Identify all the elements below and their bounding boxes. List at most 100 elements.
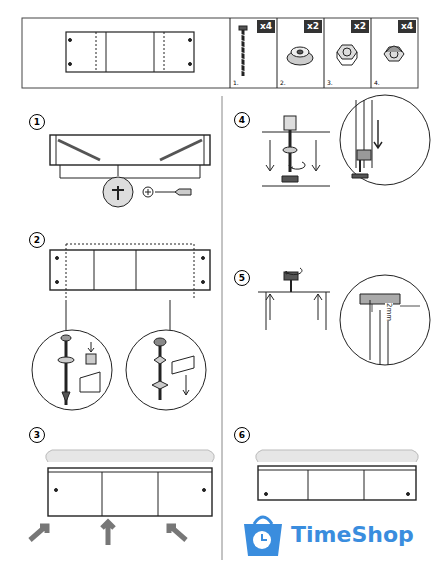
part-number: 2. xyxy=(280,79,286,86)
illustration-part xyxy=(253,531,271,549)
illustration-part xyxy=(244,517,282,556)
illustration-part xyxy=(60,165,61,178)
illustration-part xyxy=(407,493,410,496)
step-number-circle: 3 xyxy=(29,427,45,443)
illustration-part xyxy=(152,381,168,389)
illustration-part xyxy=(290,162,305,169)
illustration-part xyxy=(258,470,416,471)
illustration-part xyxy=(262,534,267,540)
illustration-part xyxy=(60,178,200,179)
illustration-part xyxy=(58,140,100,160)
step-number: 3 xyxy=(34,431,40,440)
illustration-part xyxy=(266,292,267,330)
illustration-part xyxy=(160,140,202,160)
illustration-part xyxy=(244,524,282,556)
illustration-part xyxy=(400,306,420,307)
illustration-part xyxy=(55,489,58,492)
quantity-badge: x2 xyxy=(304,20,322,33)
illustration-part xyxy=(203,489,206,492)
illustration-part xyxy=(48,468,212,516)
illustration-part xyxy=(66,244,194,245)
illustration-part xyxy=(364,470,365,500)
quantity-badge: x4 xyxy=(398,20,416,33)
illustration-part xyxy=(258,466,416,500)
illustration-part xyxy=(266,294,274,320)
illustration-part xyxy=(56,281,59,284)
step-number-circle: 5 xyxy=(234,270,250,286)
part-cell: x2 2. xyxy=(277,18,324,88)
illustration-part xyxy=(56,135,57,165)
illustration-part xyxy=(102,522,114,545)
step-number-circle: 4 xyxy=(234,112,250,128)
illustration-part xyxy=(230,18,231,88)
illustration-part xyxy=(359,160,361,172)
illustration-part xyxy=(289,165,293,168)
illustration-part xyxy=(386,46,402,52)
illustration-part xyxy=(50,135,210,165)
illustration-part xyxy=(189,63,192,66)
part-cell: x4 1. xyxy=(230,18,277,88)
illustration-part xyxy=(262,132,330,133)
step-number: 1 xyxy=(34,118,40,127)
illustration-part xyxy=(164,32,165,72)
illustration-part xyxy=(66,300,67,330)
illustration-part xyxy=(169,526,186,540)
illustration-part xyxy=(145,189,151,195)
illustration-part xyxy=(277,18,278,88)
illustration-part xyxy=(356,100,372,168)
dimension-label: 2mm xyxy=(385,303,393,321)
illustration-part xyxy=(66,244,67,300)
illustration-part xyxy=(154,356,166,364)
illustration-part xyxy=(326,292,327,330)
illustration-part xyxy=(374,120,382,148)
part-cell: x23. xyxy=(324,18,371,88)
illustration-part xyxy=(337,52,357,65)
illustration-part xyxy=(154,32,155,72)
illustration-part xyxy=(372,304,373,312)
illustration-part xyxy=(240,34,246,72)
illustration-part xyxy=(258,292,330,293)
illustration-part xyxy=(202,257,205,260)
illustration-part xyxy=(154,338,166,346)
illustration-part xyxy=(66,32,194,72)
illustration-part xyxy=(80,372,100,392)
illustration-part xyxy=(159,345,162,400)
illustration-part xyxy=(290,280,292,292)
part-number: 1. xyxy=(233,79,239,86)
illustration-part xyxy=(136,250,137,290)
illustration-part xyxy=(286,268,302,275)
illustration-part xyxy=(94,250,95,290)
step-number: 5 xyxy=(239,274,245,283)
illustration-part xyxy=(62,392,70,402)
illustration-part xyxy=(103,177,133,207)
illustration-part xyxy=(204,135,205,165)
illustration-part xyxy=(22,18,418,88)
illustration-part xyxy=(254,517,272,524)
part-cell: x44. xyxy=(371,18,418,88)
illustration-part xyxy=(96,32,97,72)
step-number-circle: 1 xyxy=(29,114,45,130)
illustration-part xyxy=(46,450,215,462)
illustration-part xyxy=(337,45,357,59)
illustration-part xyxy=(308,470,309,500)
illustration-part xyxy=(170,300,171,330)
illustration-part xyxy=(158,472,159,516)
illustration-part xyxy=(286,271,289,274)
illustration-part xyxy=(284,116,296,130)
illustration-part xyxy=(200,165,201,178)
illustration-part xyxy=(155,189,191,195)
illustration-part xyxy=(324,18,325,88)
illustration-part xyxy=(183,375,189,395)
illustration-part xyxy=(360,294,400,304)
quantity-badge: x2 xyxy=(351,20,369,33)
illustration-part xyxy=(50,250,210,290)
illustration-part xyxy=(112,186,124,200)
illustration-part xyxy=(297,50,303,54)
step-number-circle: 2 xyxy=(29,232,45,248)
illustration-part xyxy=(282,176,298,182)
illustration-part xyxy=(86,354,96,364)
quantity-badge: x4 xyxy=(257,20,275,33)
illustration-part xyxy=(61,335,71,341)
illustration-part xyxy=(56,257,59,260)
watermark: TimeShop xyxy=(291,522,414,547)
